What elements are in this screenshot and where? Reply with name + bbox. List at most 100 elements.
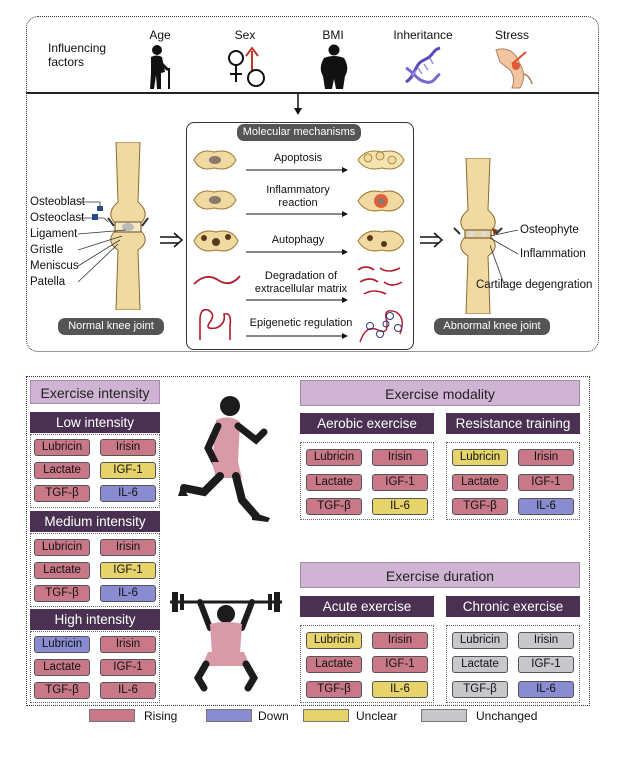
medium-intensity-group: [30, 533, 160, 607]
influencing-factors-label: Influencing factors: [48, 41, 107, 69]
abnormal-part-osteophyte: Osteophyte: [520, 224, 579, 236]
factors-divider: [26, 92, 599, 94]
aerobic-exercise-header: Aerobic exercise: [300, 413, 434, 434]
normal-part-gristle: Gristle: [30, 244, 64, 256]
mechanism-arrow: [246, 211, 348, 217]
legend-unchanged-label: Unchanged: [476, 709, 538, 723]
legend-rising-swatch: [89, 709, 135, 722]
exercise-intensity-header: Exercise intensity: [30, 380, 160, 404]
medium-igf1-tag: IGF-1: [100, 562, 156, 579]
abnormal-knee-leader-lines: [490, 229, 519, 285]
molecular-mechanisms-title: Molecular mechanisms: [237, 124, 361, 141]
normal-part-osteoblast: Osteoblast: [30, 196, 85, 208]
acute-irisin-tag: Irisin: [372, 632, 428, 649]
legend-unclear-label: Unclear: [356, 709, 398, 723]
knee-stress-icon: [495, 48, 533, 89]
resistance-lubricin-tag: Lubricin: [452, 449, 508, 466]
acute-il6-tag: IL-6: [372, 681, 428, 698]
aerobic-irisin-tag: Irisin: [372, 449, 428, 466]
factor-age-label: Age: [149, 28, 171, 42]
elderly-person-icon: [150, 45, 170, 89]
factor-stress-label: Stress: [494, 28, 529, 42]
dna-helix-icon: [405, 46, 441, 84]
mechanism-epigenetic-label: Epigenetic regulation: [249, 317, 353, 329]
mechanism-arrow: [246, 333, 348, 339]
low-intensity-group: [30, 434, 160, 508]
medium-lactate-tag: Lactate: [34, 562, 90, 579]
abnormal-part-inflammation: Inflammation: [520, 248, 586, 260]
aerobic-tgfb-tag: TGF-β: [306, 498, 362, 515]
medium-tgfb-tag: TGF-β: [34, 585, 90, 602]
normal-part-osteoclast: Osteoclast: [30, 212, 85, 224]
chondrocyte-cell-icon: [193, 150, 237, 170]
abnormal-part-cartilage-degeneration: Cartilage degengration: [476, 279, 593, 291]
chronic-il6-tag: IL-6: [518, 681, 574, 698]
aerobic-il6-tag: IL-6: [372, 498, 428, 515]
chronic-lubricin-tag: Lubricin: [452, 632, 508, 649]
medium-il6-tag: IL-6: [100, 585, 156, 602]
medium-lubricin-tag: Lubricin: [34, 539, 90, 556]
double-arrow-icon: [160, 232, 184, 248]
medium-irisin-tag: Irisin: [100, 539, 156, 556]
double-arrow-icon: [420, 232, 444, 248]
modified-chromatin-icon: [359, 310, 403, 343]
mechanism-degradation-label: Degradation of extracellular matrix: [254, 270, 348, 295]
low-irisin-tag: Irisin: [100, 439, 156, 456]
matrix-fiber-icon: [193, 275, 241, 285]
mechanism-inflammatory-label: Inflammatory reaction: [266, 184, 330, 209]
aerobic-exercise-group: [300, 442, 434, 520]
high-lubricin-tag: Lubricin: [34, 636, 90, 653]
resistance-training-group: [446, 442, 580, 520]
abnormal-knee-joint-illustration: [453, 158, 503, 314]
legend-down-label: Down: [258, 709, 289, 723]
obese-person-icon: [320, 44, 348, 89]
normal-knee-leader-lines: [78, 201, 127, 283]
exercise-modality-header: Exercise modality: [300, 380, 580, 406]
mechanism-arrow: [246, 249, 348, 255]
legend-unchanged-swatch: [421, 709, 467, 722]
exercise-duration-header: Exercise duration: [300, 562, 580, 588]
medium-intensity-header: Medium intensity: [30, 511, 160, 532]
normal-part-ligament: Ligament: [30, 228, 78, 240]
chronic-igf1-tag: IGF-1: [518, 656, 574, 673]
resistance-training-header: Resistance training: [446, 413, 580, 434]
resistance-il6-tag: IL-6: [518, 498, 574, 515]
resistance-lactate-tag: Lactate: [452, 474, 508, 491]
resistance-tgfb-tag: TGF-β: [452, 498, 508, 515]
mechanism-autophagy-label: Autophagy: [271, 234, 325, 246]
resistance-irisin-tag: Irisin: [518, 449, 574, 466]
mechanism-arrow: [246, 167, 348, 173]
acute-lactate-tag: Lactate: [306, 656, 362, 673]
down-arrow-icon: [294, 94, 302, 115]
normal-part-patella: Patella: [30, 276, 66, 288]
high-lactate-tag: Lactate: [34, 659, 90, 676]
influencing-factors-panel: [26, 16, 599, 352]
legend-unclear-swatch: [303, 709, 349, 722]
abnormal-knee-joint-label: Abnormal knee joint: [434, 318, 550, 335]
high-irisin-tag: Irisin: [100, 636, 156, 653]
low-lactate-tag: Lactate: [34, 462, 90, 479]
low-igf1-tag: IGF-1: [100, 462, 156, 479]
chronic-irisin-tag: Irisin: [518, 632, 574, 649]
high-intensity-group: [30, 631, 160, 703]
normal-part-meniscus: Meniscus: [30, 260, 79, 272]
low-intensity-header: Low intensity: [30, 412, 160, 433]
degraded-matrix-icon: [357, 266, 403, 295]
high-tgfb-tag: TGF-β: [34, 682, 90, 699]
chromatin-icon: [199, 308, 232, 340]
apoptotic-cell-icon: [357, 150, 405, 170]
high-intensity-header: High intensity: [30, 609, 160, 630]
high-il6-tag: IL-6: [100, 682, 156, 699]
aerobic-lubricin-tag: Lubricin: [306, 449, 362, 466]
runner-figure: [178, 396, 270, 522]
acute-exercise-header: Acute exercise: [300, 596, 434, 617]
high-igf1-tag: IGF-1: [100, 659, 156, 676]
low-il6-tag: IL-6: [100, 485, 156, 502]
resistance-igf1-tag: IGF-1: [518, 474, 574, 491]
low-tgfb-tag: TGF-β: [34, 485, 90, 502]
chronic-exercise-group: [446, 625, 580, 703]
sex-symbols-icon: [228, 46, 265, 87]
acute-igf1-tag: IGF-1: [372, 656, 428, 673]
mechanism-apoptosis-label: Apoptosis: [273, 152, 323, 164]
aerobic-igf1-tag: IGF-1: [372, 474, 428, 491]
